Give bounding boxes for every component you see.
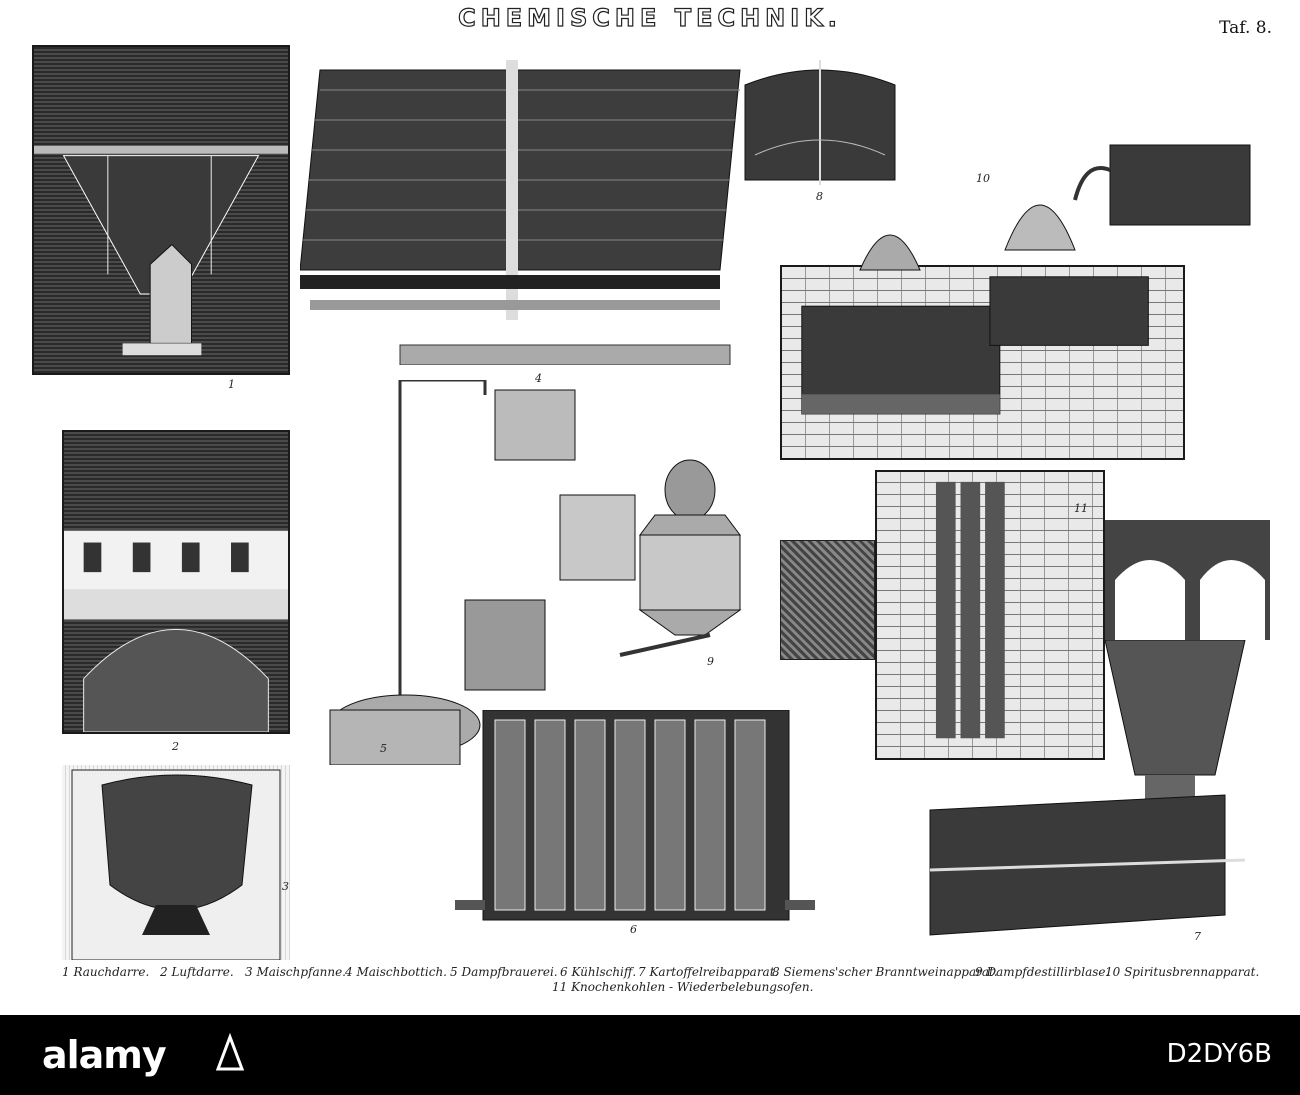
plate-number: Taf. 8.	[1219, 18, 1272, 38]
figure-10-spiritusbrennapparat	[780, 265, 1185, 460]
caption-5: 5 Dampfbrauerei.	[450, 965, 558, 979]
caption-2: 2 Luftdarre.	[160, 965, 234, 979]
caption-9: 9 Dampfdestillirblase.	[975, 965, 1110, 979]
caption-1: 1 Rauchdarre.	[62, 965, 150, 979]
caption-7: 7 Kartoffelreibapparat.	[638, 965, 779, 979]
caption-6: 6 Kühlschiff.	[560, 965, 637, 979]
figure-8-number: 8	[816, 190, 823, 203]
figure-7-kartoffelreibapparat	[925, 635, 1250, 940]
figure-6-kuehlschiff	[455, 710, 815, 930]
figure-5-dampfbrauerei	[325, 380, 645, 765]
figure-6-number: 6	[630, 923, 637, 936]
caption-11: 11 Knochenkohlen - Wiederbelebungsofen.	[552, 980, 814, 994]
figure-11-grate	[780, 540, 875, 660]
watermark-brand: alamy	[42, 1033, 167, 1077]
figure-4-maischbottich	[300, 45, 760, 365]
watermark-image-id: D2DY6B	[1166, 1039, 1272, 1069]
figure-10-domes	[840, 140, 1260, 275]
figure-4-number: 4	[535, 372, 542, 385]
figure-1-number: 1	[228, 378, 235, 391]
figure-9-dampfdestillirblase	[615, 455, 745, 660]
watermark-bar: alamy D2DY6B	[0, 1015, 1300, 1095]
plate-title: CHEMISCHE TECHNIK.	[457, 3, 842, 32]
figure-10-number: 10	[976, 172, 990, 185]
figure-3-number: 3	[282, 880, 289, 893]
caption-4: 4 Maischbottich.	[345, 965, 447, 979]
alamy-logo-icon	[215, 1033, 245, 1071]
figure-2-number: 2	[172, 740, 179, 753]
figure-7-number: 7	[1194, 930, 1201, 943]
figure-5-number: 5	[380, 742, 387, 755]
figure-2-luftdarre	[62, 430, 290, 734]
caption-8: 8 Siemens'scher Branntweinapparat.	[772, 965, 998, 979]
figure-11-number: 11	[1074, 502, 1088, 515]
caption-3: 3 Maischpfanne.	[245, 965, 346, 979]
figure-11-arches	[1105, 520, 1270, 640]
figure-8-siemens-apparat	[735, 55, 905, 185]
figure-1-rauchdarre	[32, 45, 290, 375]
figure-9-number: 9	[707, 655, 714, 668]
figure-3-maischpfanne	[62, 765, 290, 960]
figure-11-knochenkohlen-ofen	[875, 470, 1105, 760]
caption-10: 10 Spiritusbrennapparat.	[1105, 965, 1260, 979]
